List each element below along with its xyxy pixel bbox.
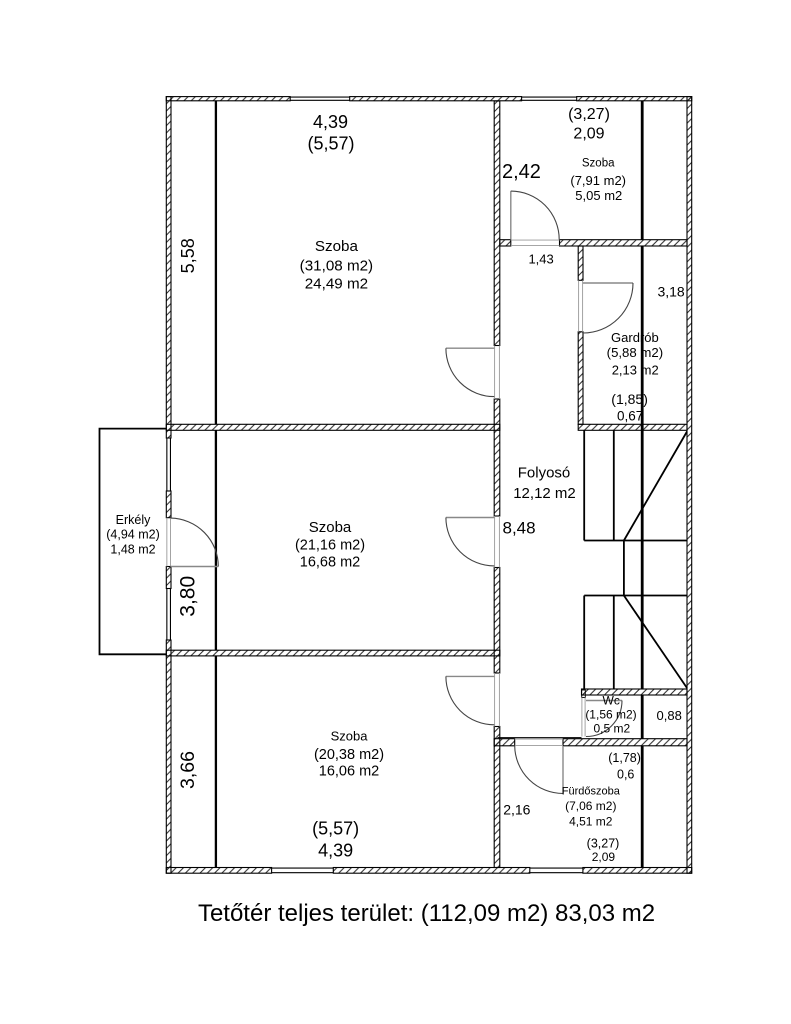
svg-text:(21,16 m2): (21,16 m2)	[295, 538, 365, 554]
svg-text:5,58: 5,58	[178, 238, 198, 273]
svg-text:2,09: 2,09	[573, 126, 604, 143]
svg-text:4,39: 4,39	[313, 112, 348, 132]
svg-text:24,49 m2: 24,49 m2	[305, 276, 368, 293]
svg-text:2,09: 2,09	[592, 850, 616, 864]
svg-text:Szoba: Szoba	[331, 729, 369, 744]
svg-text:0,88: 0,88	[657, 708, 682, 723]
svg-text:16,06 m2: 16,06 m2	[319, 764, 379, 780]
svg-text:16,68 m2: 16,68 m2	[300, 555, 360, 571]
svg-text:Gardrób: Gardrób	[611, 330, 659, 345]
svg-text:Tetőtér teljes terület: (112,0: Tetőtér teljes terület: (112,09 m2) 83,0…	[198, 900, 655, 927]
svg-text:Wc: Wc	[603, 693, 620, 707]
svg-text:Folyosó: Folyosó	[518, 464, 571, 481]
svg-text:(4,94 m2): (4,94 m2)	[106, 528, 160, 542]
svg-text:Fürdőszoba: Fürdőszoba	[562, 785, 621, 797]
svg-text:0,67: 0,67	[617, 408, 643, 423]
svg-text:3,80: 3,80	[177, 576, 200, 617]
svg-text:1,48 m2: 1,48 m2	[110, 542, 155, 556]
svg-text:Szoba: Szoba	[315, 238, 359, 255]
svg-text:5,05 m2: 5,05 m2	[575, 188, 622, 203]
svg-text:(1,78): (1,78)	[608, 751, 641, 765]
svg-text:2,16: 2,16	[503, 802, 530, 818]
svg-text:(20,38 m2): (20,38 m2)	[314, 747, 384, 763]
svg-text:(7,06 m2): (7,06 m2)	[565, 799, 616, 813]
svg-text:3,18: 3,18	[657, 284, 684, 300]
svg-text:12,12 m2: 12,12 m2	[513, 485, 576, 502]
svg-text:0,6: 0,6	[617, 767, 634, 781]
svg-text:(5,57): (5,57)	[312, 819, 359, 839]
svg-text:2,13 m2: 2,13 m2	[612, 362, 659, 377]
svg-text:(1,56 m2): (1,56 m2)	[585, 708, 636, 722]
svg-text:4,51 m2: 4,51 m2	[569, 815, 613, 829]
svg-text:(7,91 m2): (7,91 m2)	[570, 173, 626, 188]
svg-text:(3,27): (3,27)	[587, 836, 620, 850]
svg-text:3,66: 3,66	[177, 751, 199, 789]
svg-text:8,48: 8,48	[503, 519, 536, 538]
svg-text:2,42: 2,42	[502, 161, 541, 183]
svg-text:0,5 m2: 0,5 m2	[593, 722, 630, 736]
svg-text:(31,08 m2): (31,08 m2)	[300, 257, 373, 274]
svg-text:1,43: 1,43	[528, 252, 553, 267]
svg-text:Szoba: Szoba	[309, 519, 352, 536]
svg-text:(5,88 m2): (5,88 m2)	[607, 345, 663, 360]
svg-text:(1,85): (1,85)	[611, 391, 648, 407]
svg-text:(5,57): (5,57)	[307, 134, 354, 154]
svg-text:Szoba: Szoba	[582, 157, 615, 169]
svg-text:(3,27): (3,27)	[568, 106, 610, 123]
svg-text:Erkély: Erkély	[116, 513, 151, 527]
svg-text:4,39: 4,39	[318, 841, 353, 861]
